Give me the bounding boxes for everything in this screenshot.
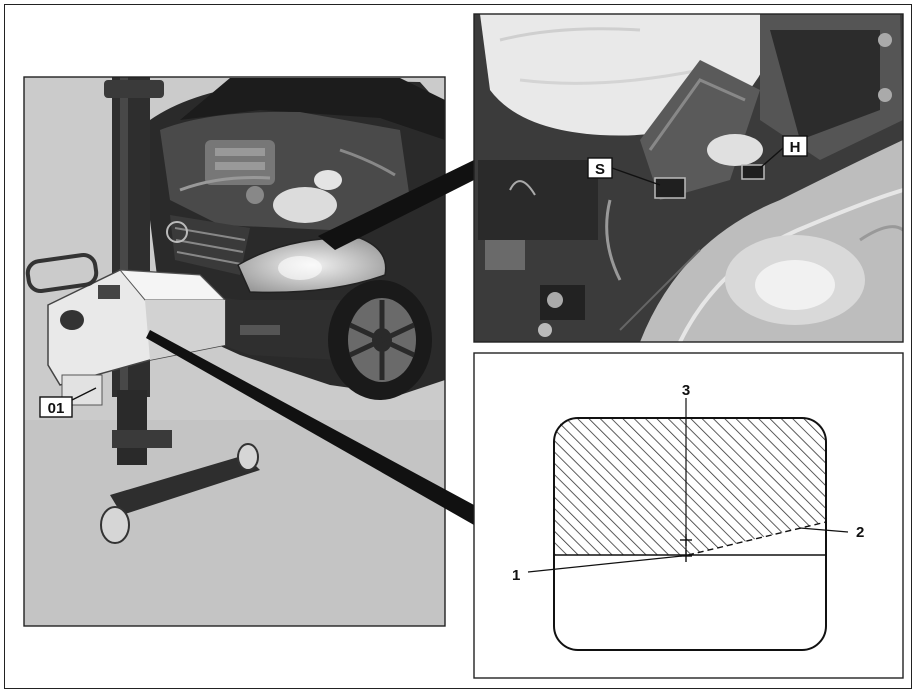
- tester-knob-shape: [60, 310, 84, 330]
- marker-2-leader: [799, 527, 849, 533]
- reservoir-shape: [273, 187, 337, 223]
- lower-leader-wedge: [146, 330, 474, 525]
- beam-marker-1-label: 1: [512, 567, 520, 584]
- test-screen-outline: [553, 417, 827, 651]
- left-panel-border: [23, 76, 446, 627]
- beam-marker-2-label: 2: [856, 524, 864, 541]
- upper-leader-wedge: [318, 160, 474, 250]
- leader-line-s: [611, 167, 661, 186]
- figure-border: [4, 4, 912, 689]
- tester-handle-shape: [25, 252, 99, 294]
- leader-line-h: [759, 147, 784, 169]
- rising-cutoff-dashed-line: [687, 521, 827, 556]
- hatched-dark-zone: [554, 418, 826, 555]
- callout-h-box: [782, 135, 808, 157]
- headlamp-detail-photo: [474, 14, 903, 342]
- beam-marker-3-label: 3: [682, 382, 690, 399]
- upper-cross-mark: [680, 534, 692, 546]
- vehicle-and-tester-photo: [24, 77, 445, 626]
- leader-line-01: [71, 387, 97, 401]
- star-emblem-icon: [166, 221, 188, 243]
- tester-base-bar-shape: [110, 455, 260, 515]
- callout-s-label: S: [595, 161, 605, 178]
- marker-1-leader: [527, 555, 683, 573]
- top-right-panel-border: [473, 13, 904, 343]
- callout-01-label: 01: [48, 400, 65, 417]
- callout-h-label: H: [790, 139, 801, 156]
- callout-s-box: [587, 157, 613, 179]
- callout-01-box: [39, 396, 73, 418]
